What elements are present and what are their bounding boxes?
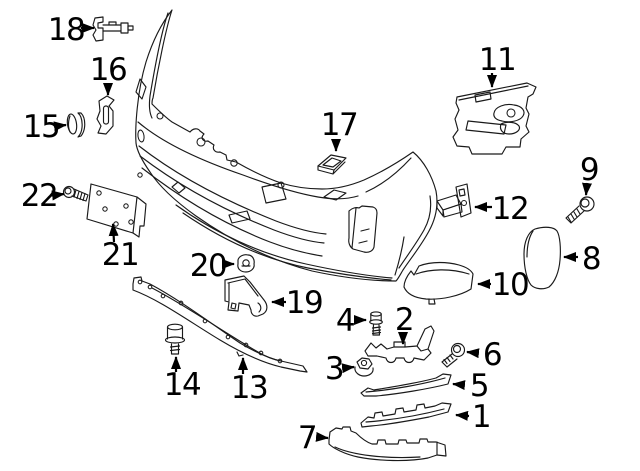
callout-1-arrow — [455, 410, 470, 421]
plate-bracket-holes — [96, 190, 134, 227]
callouts: 18 16 15 22 21 20 19 14 — [21, 12, 602, 456]
callout-14: 14 — [164, 356, 202, 403]
part-6-screw — [441, 342, 466, 368]
callout-13-label: 13 — [231, 370, 267, 406]
callout-1: 1 — [455, 399, 492, 435]
callout-22-arrow — [51, 190, 65, 201]
part-14-bolt — [164, 323, 186, 355]
callout-6-label: 6 — [483, 337, 501, 373]
callout-3-label: 3 — [325, 351, 343, 387]
part-3-flange-nut — [354, 357, 374, 377]
callout-7: 7 — [298, 420, 329, 456]
callout-17-label: 17 — [321, 107, 357, 143]
part-8-corner-molding — [523, 226, 561, 290]
callout-12: 12 — [474, 191, 530, 227]
callout-20: 20 — [190, 248, 235, 284]
callout-8: 8 — [563, 241, 602, 277]
callout-15: 15 — [23, 109, 67, 145]
callout-15-arrow — [53, 121, 67, 132]
callout-22: 22 — [21, 178, 65, 214]
callout-1-label: 1 — [472, 399, 490, 435]
part-7-valance-trim — [328, 426, 447, 462]
callout-7-arrow — [315, 431, 329, 442]
deflector-holes — [137, 279, 283, 364]
callout-5-label: 5 — [470, 368, 488, 404]
callout-9-label: 9 — [580, 152, 598, 188]
part-20-retainer-clip — [237, 254, 255, 273]
part-12-side-bracket — [436, 183, 472, 218]
callout-9: 9 — [580, 152, 600, 196]
part-13-air-deflector — [132, 276, 308, 373]
part-1-trim-strip — [360, 402, 452, 428]
callout-22-label: 22 — [21, 178, 57, 214]
part-10-lower-cover — [403, 261, 474, 305]
callout-13: 13 — [231, 357, 269, 406]
callout-3-arrow — [341, 363, 355, 374]
callout-18-label: 18 — [48, 12, 84, 48]
callout-4: 4 — [336, 303, 367, 339]
part-19-center-bracket — [224, 275, 268, 317]
callout-16: 16 — [90, 52, 128, 96]
part-11-corner-bracket — [452, 82, 537, 155]
callout-19: 19 — [271, 285, 324, 321]
callout-8-label: 8 — [582, 241, 600, 277]
fog-lamp-bezel — [348, 205, 378, 253]
part-22-screw — [62, 185, 89, 202]
callout-19-label: 19 — [286, 285, 322, 321]
callout-5-arrow — [452, 380, 466, 391]
callout-17: 17 — [321, 107, 359, 152]
part-5-trim-strip — [360, 373, 452, 397]
callout-6-arrow — [466, 348, 480, 359]
callout-11: 11 — [479, 42, 517, 88]
callout-20-label: 20 — [190, 248, 226, 284]
part-15-retainer-clip — [66, 112, 86, 138]
callout-2-label: 2 — [395, 302, 413, 338]
callout-21-arrow — [108, 223, 119, 243]
callout-10: 10 — [477, 267, 530, 303]
callout-10-label: 10 — [492, 267, 528, 303]
callout-12-label: 12 — [492, 191, 528, 227]
callout-9-arrow — [582, 182, 592, 196]
callout-21-label: 21 — [102, 237, 138, 273]
callout-6: 6 — [466, 337, 503, 373]
part-4-bolt — [369, 311, 383, 336]
callout-7-label: 7 — [298, 420, 316, 456]
callout-18: 18 — [48, 12, 95, 48]
callout-5: 5 — [452, 368, 490, 404]
callout-15-label: 15 — [23, 109, 59, 145]
callout-4-label: 4 — [336, 303, 354, 339]
callout-2: 2 — [395, 302, 415, 345]
part-9-screw — [565, 196, 595, 224]
part-21-license-plate-bracket — [86, 183, 147, 238]
callout-14-label: 14 — [164, 367, 200, 403]
sensor-hole — [323, 189, 347, 201]
part-16-side-bracket — [96, 95, 115, 135]
bumper-fastener-holes — [137, 112, 285, 189]
callout-16-label: 16 — [90, 52, 126, 88]
callout-11-label: 11 — [479, 42, 515, 78]
callout-3: 3 — [325, 351, 355, 387]
bumper-cover — [135, 9, 438, 282]
part-17-sensor-cap — [317, 154, 347, 175]
part-18-sensor-bracket — [92, 16, 134, 42]
callout-21: 21 — [102, 223, 140, 273]
